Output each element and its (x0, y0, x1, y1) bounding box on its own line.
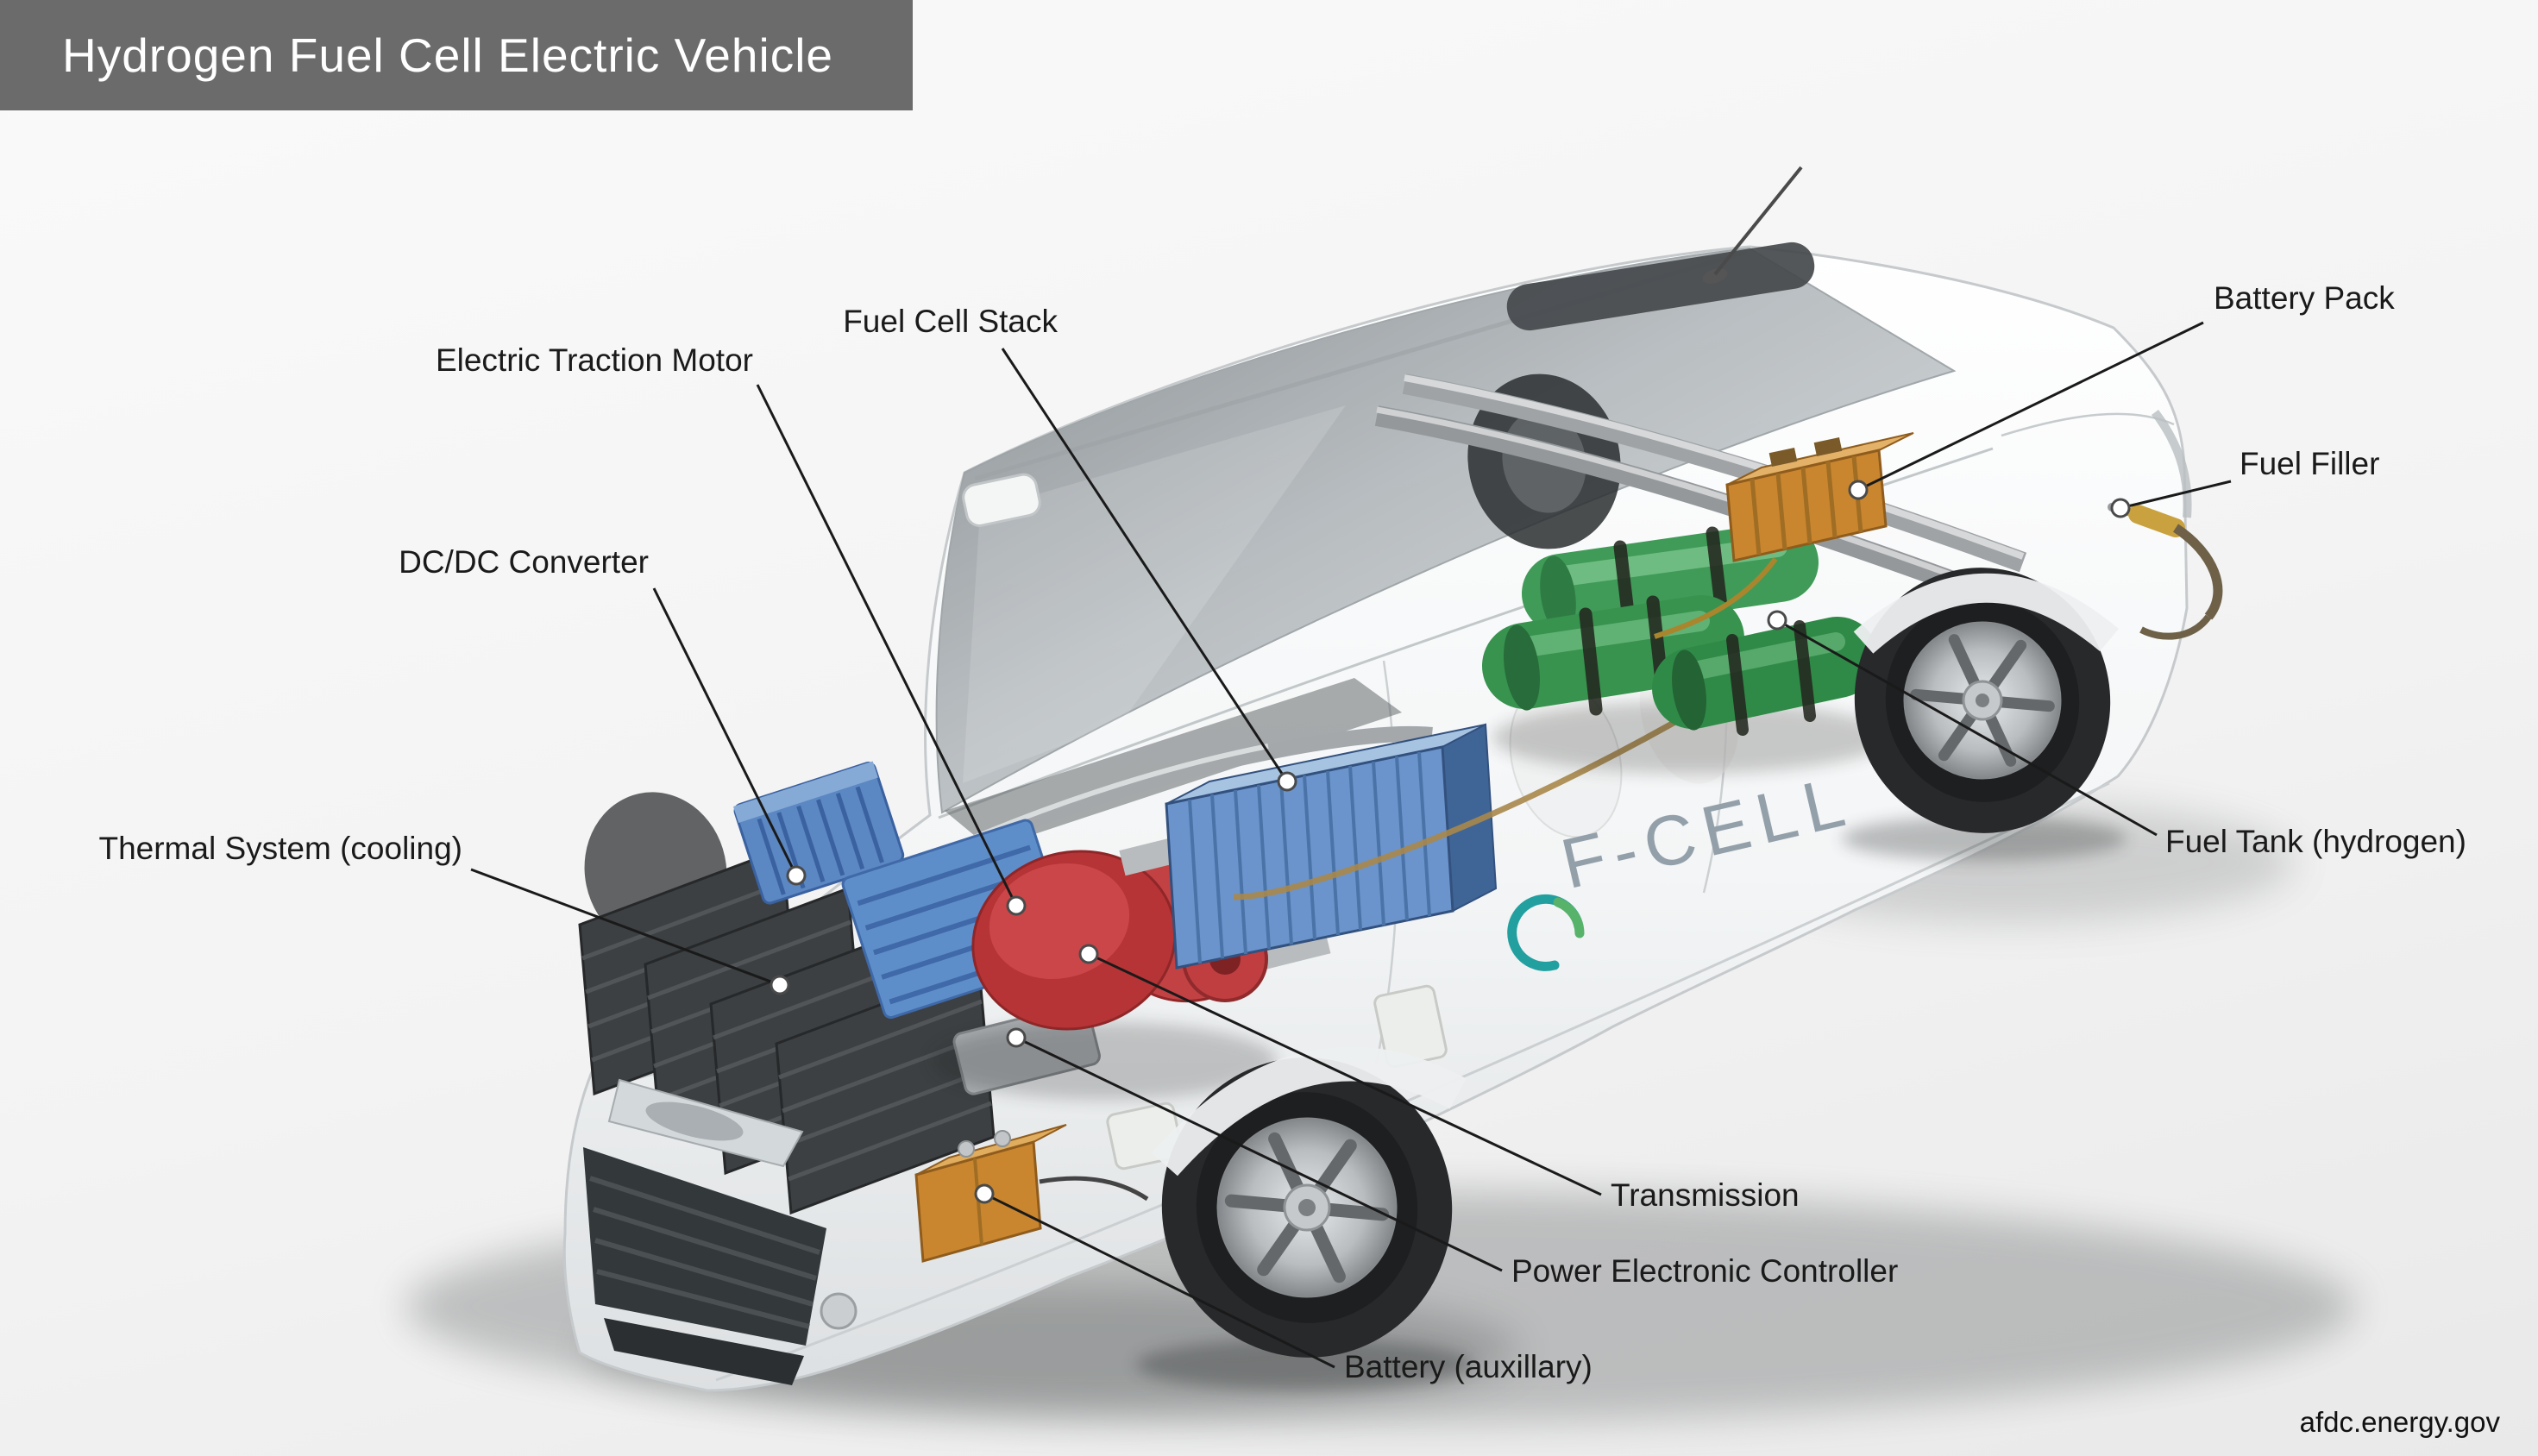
source-text: afdc.energy.gov (2299, 1406, 2500, 1438)
antenna (1702, 166, 1803, 284)
title-bar: Hydrogen Fuel Cell Electric Vehicle (0, 0, 913, 110)
battery-pack-graphic (1654, 432, 1914, 639)
front-fascia (583, 1078, 858, 1385)
fog-light (820, 1292, 858, 1330)
fuel-cell-stack-graphic (1165, 723, 1498, 970)
sunroof (1506, 242, 1815, 331)
rear-fender-arch (1853, 573, 2119, 654)
page-title: Hydrogen Fuel Cell Electric Vehicle (62, 28, 833, 82)
